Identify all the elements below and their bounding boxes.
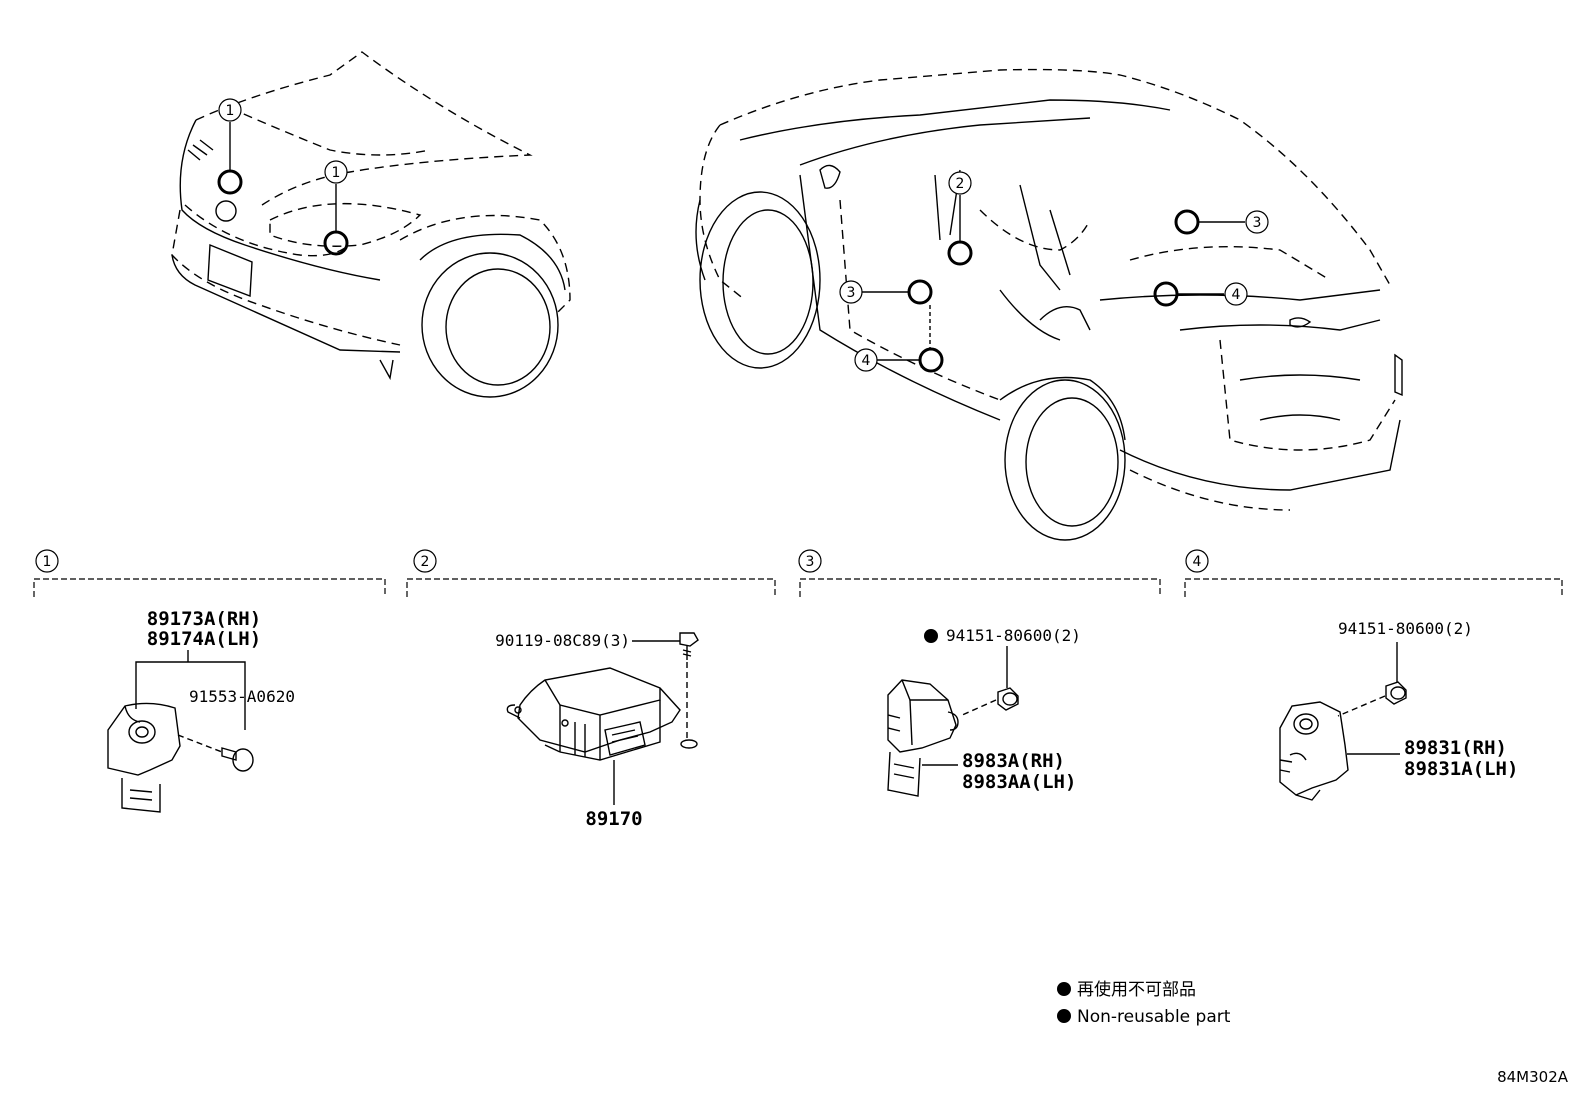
- sensor-8983A-icon: [887, 679, 959, 797]
- fastener-label-91553: 91553-A0620: [189, 687, 295, 706]
- non-reusable-marker: [924, 629, 938, 643]
- rear-callout-3-left: 3: [839, 280, 863, 304]
- part-label-89174A: 89174A(LH): [147, 628, 261, 650]
- part-label-89831A: 89831A(LH): [1404, 758, 1518, 780]
- group-4-parts: 94151-80600(2) 89831(RH) 89831A(LH): [1279, 619, 1518, 801]
- bolt-91553-icon: [221, 747, 254, 772]
- group-1-header: 1: [33, 549, 386, 597]
- nut-94151-g3-icon: [997, 687, 1019, 711]
- group-1-parts: 89173A(RH) 89174A(LH) 91553-A0620: [107, 608, 295, 813]
- airbag-ecu-89170-icon: [506, 667, 681, 761]
- svg-text:3: 3: [1253, 215, 1262, 231]
- group-2-parts: 90119-08C89(3) 89170: [495, 631, 699, 830]
- rear-callout-2: 2: [948, 171, 972, 195]
- svg-text:3: 3: [847, 285, 856, 301]
- svg-text:1: 1: [43, 554, 52, 570]
- svg-text:4: 4: [862, 353, 871, 369]
- svg-text:1: 1: [226, 103, 235, 119]
- group-3-parts: 94151-80600(2) 8983A(RH) 8983AA(LH): [887, 626, 1081, 797]
- part-label-8983A: 8983A(RH): [962, 750, 1065, 772]
- legend-text-jp: 再使用不可部品: [1077, 979, 1196, 1000]
- legend-text-en: Non-reusable part: [1077, 1007, 1231, 1027]
- svg-text:2: 2: [421, 554, 430, 570]
- front-callout-1b: 1: [324, 160, 348, 184]
- part-label-89831: 89831(RH): [1404, 737, 1507, 759]
- sensor-89831-icon: [1279, 701, 1349, 801]
- legend-bullet-en: [1057, 1009, 1071, 1023]
- rear-callout-3-right: 3: [1245, 210, 1269, 234]
- fastener-label-90119: 90119-08C89(3): [495, 631, 630, 650]
- legend-bullet-jp: [1057, 982, 1071, 996]
- legend: 再使用不可部品 Non-reusable part: [1057, 979, 1231, 1027]
- rear-callout-4-left: 4: [854, 348, 878, 372]
- fastener-label-94151-g3: 94151-80600(2): [946, 626, 1081, 645]
- rear-callout-4-right: 4: [1224, 282, 1248, 306]
- nut-94151-g4-icon: [1385, 681, 1407, 705]
- part-label-89173A: 89173A(RH): [147, 608, 261, 630]
- svg-text:4: 4: [1232, 287, 1241, 303]
- illustration-code: 84M302A: [1497, 1068, 1569, 1086]
- svg-text:1: 1: [332, 165, 341, 181]
- rear-vehicle-illustration: [695, 68, 1403, 541]
- sensor-89173A-icon: [107, 702, 181, 813]
- front-vehicle-illustration: [171, 51, 571, 398]
- group-4-header: 4: [1184, 549, 1563, 597]
- group-2-header: 2: [406, 549, 776, 597]
- svg-text:3: 3: [806, 554, 815, 570]
- fastener-label-94151-g4: 94151-80600(2): [1338, 619, 1473, 638]
- part-label-8983AA: 8983AA(LH): [962, 771, 1076, 793]
- bolt-90119-icon: [679, 632, 699, 660]
- group-3-header: 3: [798, 549, 1161, 597]
- svg-text:2: 2: [956, 176, 965, 192]
- part-label-89170: 89170: [585, 808, 642, 830]
- svg-text:4: 4: [1193, 554, 1202, 570]
- front-callout-1a: 1: [218, 98, 242, 122]
